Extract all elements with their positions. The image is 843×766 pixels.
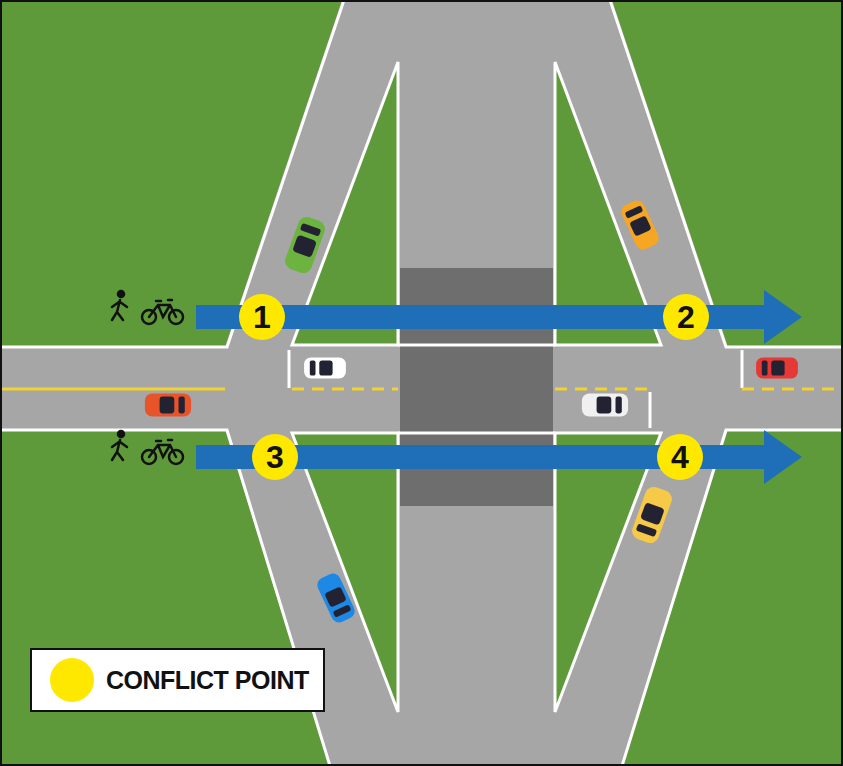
callout-number: 2	[677, 301, 695, 333]
conflict-point: 1	[239, 294, 285, 340]
ped-bike-icon	[112, 291, 183, 324]
conflict-point: 3	[252, 434, 298, 480]
center-lines	[0, 389, 843, 390]
vehicles	[145, 198, 798, 625]
callout-number: 4	[671, 441, 689, 473]
green-islands	[292, 62, 661, 712]
legend-box: CONFLICT POINT	[30, 648, 325, 712]
conflict-point: 2	[663, 294, 709, 340]
ped-bike-arrows	[196, 290, 802, 484]
bridge-deck	[400, 268, 553, 506]
legend-text: CONFLICT POINT	[106, 666, 309, 695]
freeway	[400, 0, 553, 766]
callout-number: 1	[253, 301, 271, 333]
conflict-point: 4	[657, 434, 703, 480]
legend-row: CONFLICT POINT	[50, 658, 309, 702]
callout-number: 3	[266, 441, 284, 473]
legend-swatch	[50, 658, 94, 702]
ped-bike-icon	[112, 431, 183, 464]
